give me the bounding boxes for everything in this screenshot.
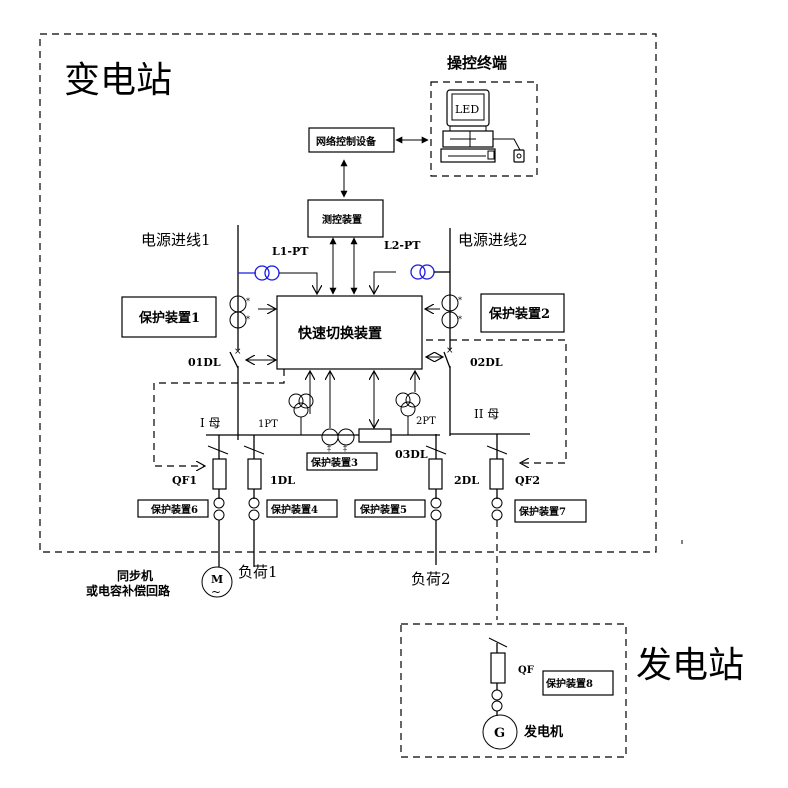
l2pt-transformer bbox=[410, 264, 426, 280]
incoming-line-2-label: 电源进线2 bbox=[458, 231, 528, 249]
operator-terminal-label: 操控终端 bbox=[447, 54, 507, 72]
svg-text:‡: ‡ bbox=[343, 444, 347, 453]
protection-device-5 bbox=[354, 499, 426, 518]
protection-device-7 bbox=[514, 499, 587, 523]
feeder-qf1 bbox=[207, 435, 229, 567]
breaker-02dl-label: 02DL bbox=[470, 356, 503, 369]
motor-label-1: 同步机 bbox=[117, 568, 153, 583]
feeder-2dl bbox=[425, 434, 447, 565]
motor-wave: ~ bbox=[211, 585, 221, 599]
protection-device-1-label: 保护装置1 bbox=[138, 310, 200, 326]
substation-boundary bbox=[39, 33, 657, 553]
generator-symbol bbox=[482, 714, 518, 750]
feeder-qf bbox=[488, 637, 508, 716]
svg-text:×: × bbox=[446, 346, 454, 356]
protection-device-2-label: 保护装置2 bbox=[488, 306, 550, 322]
operator-terminal-boundary bbox=[430, 81, 538, 177]
computer-screen-text: LED bbox=[455, 103, 479, 116]
ct-2: * * bbox=[441, 294, 462, 329]
svg-text:*: * bbox=[246, 297, 250, 306]
pt-2-transformer bbox=[395, 392, 421, 435]
protection-device-3 bbox=[306, 452, 378, 471]
protection-device-4-label: 保护装置4 bbox=[270, 503, 318, 516]
l1pt-transformer bbox=[254, 265, 270, 281]
bus-1-label: I 母 bbox=[200, 416, 221, 430]
network-control-device bbox=[308, 127, 395, 153]
breaker-03dl bbox=[358, 428, 392, 443]
incoming-line-1-label: 电源进线1 bbox=[141, 231, 211, 249]
pt-1-transformer bbox=[288, 393, 314, 435]
pt-3-transformer: ‡ ‡ bbox=[321, 428, 355, 453]
svg-text:*: * bbox=[246, 315, 250, 324]
breaker-qf1-label: QF1 bbox=[172, 474, 197, 487]
breaker-1dl-label: 1DL bbox=[270, 474, 295, 487]
protection-device-8 bbox=[542, 670, 614, 696]
feeder-qf2 bbox=[486, 434, 508, 620]
protection-device-6 bbox=[137, 499, 209, 518]
svg-text:*: * bbox=[458, 315, 462, 324]
breaker-01dl bbox=[229, 351, 239, 369]
substation-label: 变电站 bbox=[64, 60, 172, 101]
motor-symbol bbox=[201, 566, 233, 598]
svg-text:×: × bbox=[234, 347, 242, 357]
control-line-qf1 bbox=[153, 369, 285, 466]
l1pt-label: L1-PT bbox=[272, 245, 309, 258]
load-2-label: 负荷2 bbox=[411, 570, 451, 588]
computer-icon: LED bbox=[440, 89, 525, 163]
protection-device-1 bbox=[121, 296, 217, 338]
generator-g-label: G bbox=[494, 726, 505, 741]
protection-device-3-label: 保护装置3 bbox=[310, 456, 358, 469]
l2pt-label: L2-PT bbox=[384, 239, 421, 252]
breaker-01dl-label: 01DL bbox=[188, 356, 221, 369]
mouse-icon bbox=[513, 149, 525, 163]
protection-device-4 bbox=[266, 499, 338, 518]
fast-switch-label: 快速切换装置 bbox=[298, 325, 382, 342]
protection-device-7-label: 保护装置7 bbox=[518, 505, 566, 518]
breaker-qf2-label: QF2 bbox=[515, 474, 540, 487]
pt-1-label: 1PT bbox=[258, 419, 278, 430]
bus-2-label: II 母 bbox=[474, 407, 499, 421]
power-plant-label: 发电站 bbox=[636, 645, 744, 686]
protection-device-2 bbox=[480, 293, 565, 333]
load-1-label: 负荷1 bbox=[238, 563, 278, 581]
power-plant-boundary bbox=[400, 623, 627, 758]
breaker-qf-label: QF bbox=[518, 665, 534, 676]
svg-text:*: * bbox=[458, 296, 462, 305]
ct-1: * * bbox=[229, 295, 250, 329]
generator-label: 发电机 bbox=[523, 724, 563, 740]
pt-2-label: 2PT bbox=[416, 416, 436, 427]
motor-label-2: 或电容补偿回路 bbox=[86, 583, 171, 598]
svg-text:‡: ‡ bbox=[327, 444, 331, 453]
protection-device-5-label: 保护装置5 bbox=[359, 503, 407, 516]
protection-device-6-label: 保护装置6 bbox=[150, 503, 198, 516]
breaker-2dl-label: 2DL bbox=[454, 474, 479, 487]
motor-m-label: M bbox=[211, 573, 223, 586]
breaker-02dl bbox=[443, 351, 451, 369]
feeder-1dl bbox=[243, 435, 265, 567]
breaker-03dl-label: 03DL bbox=[395, 448, 428, 461]
measure-control-label: 测控装置 bbox=[322, 213, 362, 226]
measure-control-device bbox=[307, 199, 384, 238]
protection-device-8-label: 保护装置8 bbox=[545, 677, 593, 690]
fast-switch-device bbox=[276, 295, 423, 370]
network-control-device-label: 网络控制设备 bbox=[316, 135, 377, 148]
